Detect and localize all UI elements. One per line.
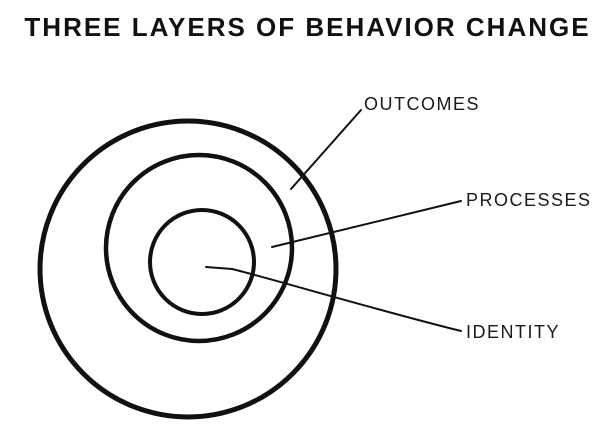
outer-circle (37, 118, 339, 420)
inner-circle (148, 208, 256, 316)
outcomes-connector-line (290, 109, 362, 190)
middle-circle (103, 152, 295, 344)
processes-label: PROCESSES (466, 190, 592, 210)
identity-connector-line (205, 266, 462, 332)
processes-connector-line (271, 200, 462, 248)
diagram-title: THREE LAYERS OF BEHAVIOR CHANGE (24, 12, 591, 42)
outcomes-label: OUTCOMES (364, 94, 481, 114)
identity-label: IDENTITY (466, 322, 561, 342)
